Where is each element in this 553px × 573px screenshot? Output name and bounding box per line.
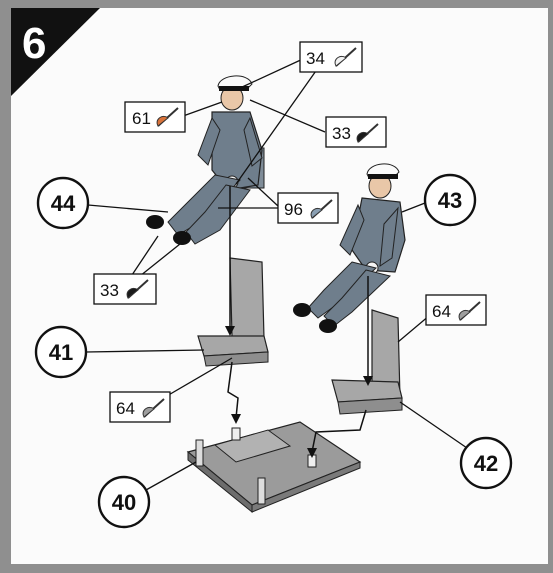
svg-text:42: 42 <box>474 451 498 476</box>
svg-text:44: 44 <box>51 191 76 216</box>
seat-42 <box>332 310 402 414</box>
svg-text:96: 96 <box>284 200 303 219</box>
svg-text:64: 64 <box>116 399 135 418</box>
paint-callout-61: 61 <box>125 102 185 132</box>
svg-text:41: 41 <box>49 340 73 365</box>
svg-text:33: 33 <box>100 281 119 300</box>
svg-text:64: 64 <box>432 302 451 321</box>
svg-text:61: 61 <box>132 109 151 128</box>
part-label-44: 44 <box>38 178 88 228</box>
step-number: 6 <box>22 19 46 68</box>
svg-text:40: 40 <box>112 490 136 515</box>
svg-text:34: 34 <box>306 49 325 68</box>
paint-callout-34: 34 <box>300 42 362 72</box>
figure-44-seated-pilot <box>146 76 264 245</box>
part-label-42: 42 <box>461 438 511 488</box>
floor-plate-40 <box>188 422 360 512</box>
part-label-43: 43 <box>425 175 475 225</box>
part-label-41: 41 <box>36 327 86 377</box>
paint-callout-33-lower: 33 <box>94 274 156 304</box>
seat-41 <box>198 258 268 366</box>
paint-callout-64-left: 64 <box>110 392 170 422</box>
paint-callout-64-right: 64 <box>426 295 486 325</box>
svg-text:33: 33 <box>332 124 351 143</box>
part-label-40: 40 <box>99 477 149 527</box>
paint-callout-33-upper: 33 <box>326 117 386 147</box>
paint-callout-96: 96 <box>278 193 338 223</box>
figure-43-seated-pilot <box>293 164 405 333</box>
svg-text:43: 43 <box>438 188 462 213</box>
